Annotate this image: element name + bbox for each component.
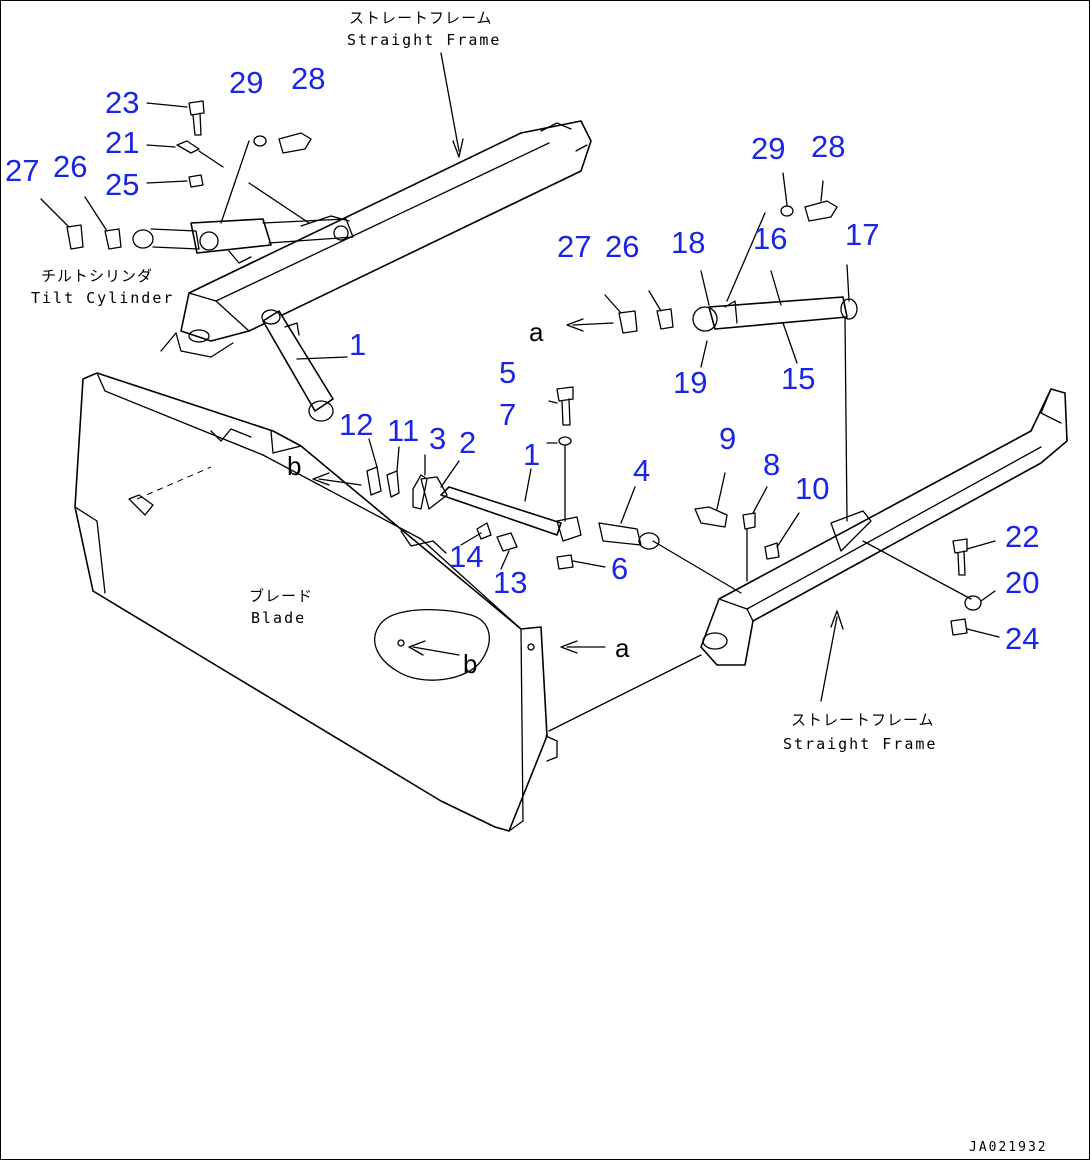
part-number-1-center: 1	[523, 437, 540, 472]
part-number-18: 18	[671, 225, 705, 260]
frame-lower-en-label: Straight Frame	[783, 735, 937, 753]
straight-frame-upper	[160, 120, 592, 358]
blade-en-label: Blade	[251, 609, 306, 627]
part-number-17: 17	[845, 217, 879, 252]
part-number-6: 6	[611, 551, 628, 586]
part-number-23: 23	[105, 85, 139, 120]
fasteners	[66, 100, 982, 636]
part-number-26-right: 26	[605, 229, 639, 264]
part-number-28-upper: 28	[291, 61, 325, 96]
part-number-7: 7	[499, 397, 516, 432]
ref-a-lower: a	[615, 633, 630, 663]
part-number-22: 22	[1005, 519, 1039, 554]
part-number-4: 4	[633, 453, 650, 488]
part-number-20: 20	[1005, 565, 1039, 600]
part-number-28-right: 28	[811, 129, 845, 164]
part-number-27-right: 27	[557, 229, 591, 264]
part-number-5: 5	[499, 355, 516, 390]
part-number-9: 9	[719, 421, 736, 456]
part-number-16: 16	[753, 221, 787, 256]
part-number-3: 3	[429, 421, 446, 456]
tilt-cylinder-en-label: Tilt Cylinder	[31, 289, 174, 307]
part-number-27-upper: 27	[5, 153, 39, 188]
part-number-10: 10	[795, 471, 829, 506]
blade	[74, 372, 558, 832]
ref-a-upper: a	[529, 317, 544, 347]
part-number-29-upper: 29	[229, 65, 263, 100]
ref-b-blade: b	[463, 649, 477, 679]
part-number-21: 21	[105, 125, 139, 160]
drawing-code: JA021932	[969, 1140, 1048, 1155]
part-number-13: 13	[493, 565, 527, 600]
frame-upper-jp-label: ストレートフレーム	[349, 9, 493, 27]
part-number-26-upper: 26	[53, 149, 87, 184]
part-number-24: 24	[1005, 621, 1039, 656]
part-number-11: 11	[387, 413, 419, 448]
part-number-25: 25	[105, 167, 139, 202]
part-number-8: 8	[763, 447, 780, 482]
tilt-cylinder	[132, 215, 354, 264]
frame-upper-en-label: Straight Frame	[347, 31, 501, 49]
straight-frame-lower	[548, 388, 1068, 732]
blade-jp-label: ブレード	[249, 587, 313, 605]
part-number-12: 12	[339, 407, 373, 442]
brace-left	[261, 309, 334, 422]
part-number-1-left: 1	[349, 327, 366, 362]
part-number-14: 14	[449, 539, 483, 574]
part-number-2: 2	[459, 425, 476, 460]
brace-center	[366, 466, 660, 550]
part-number-29-right: 29	[751, 131, 785, 166]
part-number-15: 15	[781, 361, 815, 396]
tilt-cylinder-jp-label: チルトシリンダ	[41, 267, 153, 285]
leader-lines	[40, 52, 1000, 702]
brace-right	[692, 296, 858, 332]
frame-lower-jp-label: ストレートフレーム	[791, 711, 935, 729]
part-number-19: 19	[673, 365, 707, 400]
ref-b-left: b	[287, 451, 301, 481]
